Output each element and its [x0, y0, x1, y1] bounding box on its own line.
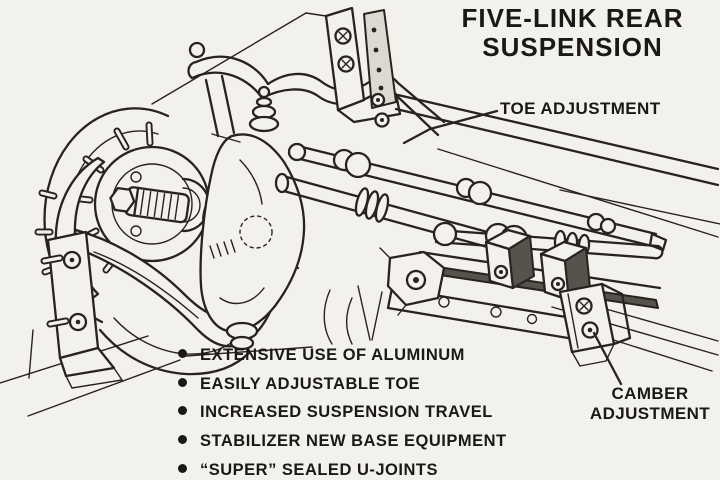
frame-bracket	[324, 6, 402, 128]
camber-link-rod	[274, 172, 526, 258]
camber-adjuster-bracket	[558, 282, 632, 367]
feature-item: EASILY ADJUSTABLE TOE	[178, 370, 507, 399]
stabilizer-bar	[187, 41, 446, 143]
feature-item: STABILIZER NEW BASE EQUIPMENT	[178, 427, 507, 456]
left-mount-plate	[40, 230, 123, 389]
toe-adjustment-label: TOE ADJUSTMENT	[500, 99, 661, 118]
knuckle	[199, 133, 306, 351]
beam-clevis	[379, 247, 446, 316]
feature-item: “SUPER” SEALED U-JOINTS	[178, 456, 507, 480]
page-title-line2: SUSPENSION	[482, 32, 663, 62]
feature-list: EXTENSIVE USE OF ALUMINUM EASILY ADJUSTA…	[178, 341, 507, 480]
feature-item: EXTENSIVE USE OF ALUMINUM	[178, 341, 507, 370]
upper-ball-joint	[248, 85, 280, 133]
camber-clamp-blocks	[484, 228, 591, 302]
camber-adjustment-line1: CAMBER	[611, 384, 689, 403]
toe-link-rod	[287, 142, 668, 252]
camber-adjustment-line2: ADJUSTMENT	[589, 404, 711, 423]
callout-leader-lines	[402, 109, 623, 386]
feature-item: INCREASED SUSPENSION TRAVEL	[178, 398, 507, 427]
camber-adjustment-label: CAMBER ADJUSTMENT	[575, 384, 720, 424]
page-title-line1: FIVE-LINK REAR	[461, 3, 684, 33]
page-title: FIVE-LINK REAR SUSPENSION	[425, 4, 720, 62]
